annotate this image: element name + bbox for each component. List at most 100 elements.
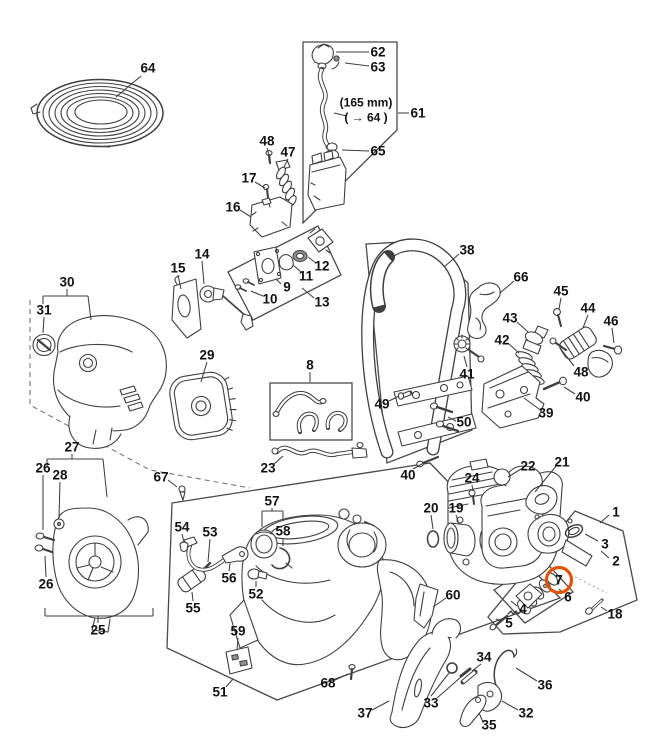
part-label-56[interactable]: 56 — [221, 571, 237, 586]
leader-line-37 — [371, 700, 390, 711]
part-label-31[interactable]: 31 — [36, 303, 52, 318]
part-label-63[interactable]: 63 — [370, 60, 386, 75]
part-label-65[interactable]: 65 — [370, 144, 386, 159]
part-label-52[interactable]: 52 — [248, 587, 263, 602]
sketch-elbow-56 — [221, 546, 249, 564]
part-label-26b[interactable]: 26 — [38, 577, 54, 592]
part-label-27[interactable]: 27 — [64, 440, 79, 455]
part-label-61[interactable]: 61 — [410, 106, 426, 121]
part-label-37[interactable]: 37 — [357, 706, 372, 721]
part-label-38[interactable]: 38 — [459, 243, 475, 258]
sketch-cover-60 — [413, 583, 439, 629]
part-label-6[interactable]: 6 — [564, 590, 572, 605]
leader-line-note-64 — [333, 112, 348, 117]
part-label-60[interactable]: 60 — [445, 588, 460, 603]
part-label-40b[interactable]: 40 — [575, 390, 590, 405]
part-label-19[interactable]: 19 — [448, 501, 463, 516]
part-label-40a[interactable]: 40 — [400, 468, 415, 483]
part-label-67[interactable]: 67 — [153, 470, 168, 485]
leader-line-39 — [523, 397, 540, 410]
leader-line-33 — [430, 672, 450, 697]
part-label-2[interactable]: 2 — [612, 554, 620, 569]
sketch-screw-40b — [542, 376, 567, 391]
part-label-29[interactable]: 29 — [199, 348, 214, 363]
part-label-22[interactable]: 22 — [520, 459, 535, 474]
box-assembly-61 — [302, 41, 398, 225]
part-label-48b[interactable]: 48 — [573, 365, 589, 380]
part-label-12[interactable]: 12 — [314, 259, 329, 274]
sketch-carburetor-21 — [480, 465, 558, 569]
box-carb-flange-13 — [227, 225, 342, 321]
leader-line-46 — [611, 327, 615, 344]
sketch-module-16 — [249, 196, 293, 238]
highlight-ring-part-7[interactable] — [544, 565, 574, 595]
part-label-32[interactable]: 32 — [518, 706, 533, 721]
leader-line-9 — [275, 278, 282, 285]
part-label-30[interactable]: 30 — [59, 275, 74, 290]
leader-line-28 — [58, 481, 61, 519]
part-label-51[interactable]: 51 — [212, 685, 228, 700]
part-label-48a[interactable]: 48 — [259, 134, 275, 149]
sketch-screw-24 — [468, 489, 476, 505]
part-label-36[interactable]: 36 — [537, 678, 553, 693]
leader-line-30 — [87, 295, 92, 321]
part-label-17[interactable]: 17 — [241, 171, 256, 186]
part-label-41[interactable]: 41 — [459, 367, 475, 382]
part-label-16[interactable]: 16 — [225, 200, 241, 215]
part-label-8[interactable]: 8 — [306, 358, 314, 373]
part-label-50[interactable]: 50 — [456, 415, 471, 430]
part-label-68[interactable]: 68 — [320, 676, 336, 691]
part-label-23[interactable]: 23 — [260, 461, 276, 476]
part-label-39[interactable]: 39 — [538, 406, 553, 421]
part-label-46[interactable]: 46 — [603, 314, 619, 329]
part-label-58[interactable]: 58 — [275, 524, 291, 539]
part-label-3[interactable]: 3 — [601, 537, 609, 552]
leader-line-13 — [301, 287, 315, 299]
part-label-24[interactable]: 24 — [464, 471, 480, 486]
part-label-7[interactable]: 7 — [555, 573, 563, 588]
part-label-33[interactable]: 33 — [423, 696, 439, 711]
leader-line-36 — [515, 667, 538, 682]
part-label-10[interactable]: 10 — [262, 292, 277, 307]
part-label-62[interactable]: 62 — [370, 45, 385, 60]
part-label-47[interactable]: 47 — [280, 145, 295, 160]
part-label-59[interactable]: 59 — [230, 624, 245, 639]
leader-line-60 — [432, 597, 447, 608]
part-label-14[interactable]: 14 — [194, 247, 210, 262]
part-label-45[interactable]: 45 — [553, 284, 569, 299]
part-label-20[interactable]: 20 — [423, 501, 438, 516]
part-label-49[interactable]: 49 — [374, 397, 389, 412]
part-label-13[interactable]: 13 — [314, 295, 330, 310]
part-label-21[interactable]: 21 — [554, 455, 570, 470]
part-label-66[interactable]: 66 — [513, 270, 529, 285]
leader-line-40b — [563, 386, 576, 395]
part-label-26a[interactable]: 26 — [35, 461, 51, 476]
part-label-5[interactable]: 5 — [505, 616, 513, 631]
part-label-42[interactable]: 42 — [494, 333, 509, 348]
part-label-9[interactable]: 9 — [283, 280, 291, 295]
part-label-53[interactable]: 53 — [202, 525, 218, 540]
part-label-15[interactable]: 15 — [170, 261, 186, 276]
part-label-43[interactable]: 43 — [502, 311, 518, 326]
part-label-25[interactable]: 25 — [90, 623, 106, 638]
sketch-screw-68 — [348, 663, 356, 681]
part-label-54[interactable]: 54 — [174, 520, 190, 535]
part-label-57[interactable]: 57 — [264, 494, 279, 509]
leader-line-65 — [341, 149, 370, 152]
part-label-4[interactable]: 4 — [519, 602, 527, 617]
part-label-55[interactable]: 55 — [185, 601, 201, 616]
sketch-air-filter-29 — [169, 371, 237, 441]
part-label-18[interactable]: 18 — [607, 607, 623, 622]
part-label-1[interactable]: 1 — [612, 505, 620, 520]
part-label-35[interactable]: 35 — [481, 718, 497, 733]
leader-line-44 — [582, 314, 589, 329]
part-label-11[interactable]: 11 — [299, 269, 314, 284]
part-label-64[interactable]: 64 — [140, 61, 156, 76]
part-label-34[interactable]: 34 — [476, 650, 492, 665]
part-label-44[interactable]: 44 — [580, 301, 596, 316]
leader-line-33 — [436, 676, 462, 699]
part-label-28[interactable]: 28 — [52, 468, 68, 483]
leader-line-14 — [201, 260, 205, 285]
leader-line-27 — [102, 458, 108, 498]
